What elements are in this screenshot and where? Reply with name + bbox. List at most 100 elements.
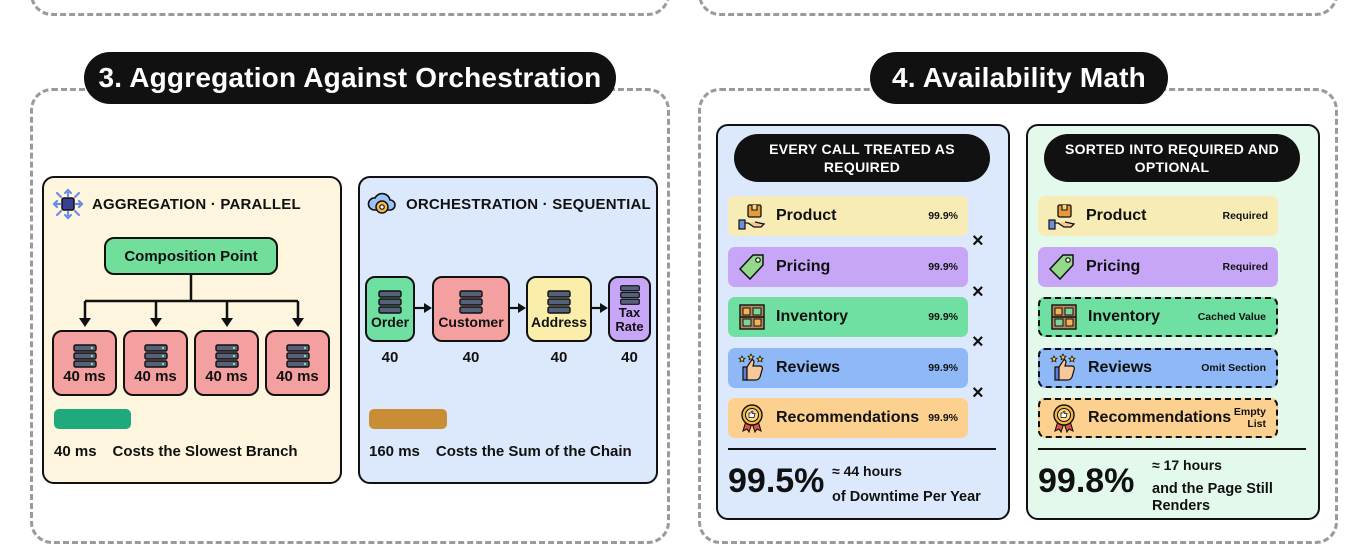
branch-1-label: 40 ms	[63, 367, 106, 385]
right-downtime-hours: ≈ 17 hours	[1152, 457, 1222, 473]
left-downtime-text: of Downtime Per Year	[832, 489, 981, 505]
left-row-value: 99.9%	[928, 361, 958, 374]
right-row-name: Reviews	[1088, 358, 1153, 376]
address-label: Address	[530, 313, 588, 330]
right-row-pricing: Pricing Required	[1038, 246, 1278, 287]
left-availability-percent: 99.5%	[728, 462, 825, 500]
server-icon	[459, 289, 483, 314]
left-row-name: Pricing	[776, 257, 831, 275]
server-icon	[72, 343, 97, 368]
tax-rate-value: 40	[621, 349, 638, 366]
fan-out-connectors	[79, 275, 304, 327]
right-row-value: Required	[1222, 260, 1268, 273]
right-row-value: Omit Section	[1201, 361, 1266, 374]
left-row-product: Product 99.9%	[728, 196, 968, 236]
orchestration-caption-text: Costs the Sum of the Chain	[435, 443, 632, 460]
award-badge-icon	[736, 402, 768, 434]
orchestration-step-tax-rate: Tax Rate	[608, 276, 651, 342]
required-optional-heading: SORTED INTO REQUIRED AND OPTIONAL	[1044, 134, 1300, 182]
customer-value: 40	[462, 349, 480, 366]
orchestration-total: 160 ms	[369, 443, 420, 460]
branch-2-label: 40 ms	[134, 367, 177, 385]
left-row-name: Inventory	[776, 308, 849, 325]
customer-label: Customer	[438, 313, 504, 330]
product-box-hand-icon	[1046, 200, 1078, 232]
tax-rate-label: Tax Rate	[615, 305, 644, 334]
left-row-reviews: Reviews 99.9%	[728, 347, 968, 388]
order-label: Order	[370, 313, 410, 330]
orchestration-caption: 160 ms Costs the Sum of the Chain	[369, 443, 632, 460]
right-availability-percent: 99.8%	[1038, 462, 1135, 500]
aggregation-heading: AGGREGATION · PARALLEL	[52, 188, 301, 220]
left-row-inventory: Inventory 99.9%	[728, 297, 968, 337]
multiply-operator-2: ×	[972, 281, 984, 303]
aggregation-heading-label: AGGREGATION · PARALLEL	[92, 195, 301, 213]
aggregation-total: 40 ms	[54, 443, 97, 460]
right-row-value: Empty List	[1233, 406, 1266, 430]
composition-point-node: Composition Point	[104, 237, 278, 275]
server-icon	[619, 285, 640, 305]
left-row-name: Recommendations	[776, 409, 920, 426]
product-box-hand-icon	[736, 200, 768, 232]
left-row-pricing: Pricing 99.9%	[728, 246, 968, 287]
thumbs-up-stars-icon	[736, 352, 768, 384]
left-row-value: 99.9%	[928, 210, 958, 222]
aggregation-caption-text: Costs the Slowest Branch	[112, 443, 298, 460]
left-row-value: 99.9%	[928, 412, 958, 424]
multiply-operator-3: ×	[972, 331, 984, 353]
right-row-name: Product	[1086, 207, 1147, 224]
left-row-value: 99.9%	[928, 311, 958, 323]
aggregation-latency-bar	[54, 409, 131, 429]
right-row-name: Inventory	[1088, 308, 1161, 325]
aggregation-branch-2: 40 ms	[123, 330, 188, 396]
aggregation-branch-3: 40 ms	[194, 330, 259, 396]
orchestration-latency-bar	[369, 409, 447, 429]
composition-point-label: Composition Point	[124, 247, 258, 265]
right-row-product: Product Required	[1038, 196, 1278, 236]
parallel-arrows-icon	[52, 188, 84, 220]
right-row-value: Required	[1222, 210, 1268, 222]
multiply-operator-1: ×	[972, 230, 984, 252]
branch-3-label: 40 ms	[205, 367, 248, 385]
orchestration-heading-label: ORCHESTRATION · SEQUENTIAL	[406, 195, 651, 213]
aggregation-caption: 40 ms Costs the Slowest Branch	[54, 443, 298, 460]
right-downtime-text: and the Page Still Renders	[1152, 481, 1273, 514]
section4-title: 4. Availability Math	[870, 52, 1168, 104]
server-icon	[285, 343, 310, 368]
orchestration-step-order: Order	[365, 276, 415, 342]
server-icon	[214, 343, 239, 368]
inventory-shelf-icon	[1048, 301, 1080, 333]
left-summary-divider	[728, 448, 996, 450]
previous-panel-right-fragment	[698, 0, 1338, 16]
left-row-name: Product	[776, 207, 837, 224]
left-row-value: 99.9%	[928, 260, 958, 273]
right-row-name: Recommendations	[1088, 409, 1232, 426]
price-tag-icon	[736, 251, 768, 283]
aggregation-branch-1: 40 ms	[52, 330, 117, 396]
left-downtime-hours: ≈ 44 hours	[832, 463, 902, 479]
aggregation-branch-4: 40 ms	[265, 330, 330, 396]
branch-4-label: 40 ms	[276, 367, 319, 385]
right-row-value: Cached Value	[1197, 311, 1266, 323]
every-call-required-heading: EVERY CALL TREATED AS REQUIRED	[734, 134, 990, 182]
orchestration-step-customer: Customer	[432, 276, 510, 342]
left-row-name: Reviews	[776, 358, 841, 376]
orchestration-heading: ORCHESTRATION · SEQUENTIAL	[366, 188, 651, 220]
server-icon	[378, 289, 402, 314]
right-row-reviews: Reviews Omit Section	[1038, 347, 1278, 388]
cloud-gear-icon	[366, 188, 398, 220]
orchestration-step-address: Address	[526, 276, 592, 342]
section3-title: 3. Aggregation Against Orchestration	[84, 52, 616, 104]
price-tag-icon	[1046, 251, 1078, 283]
left-row-recommendations: Recommendations 99.9%	[728, 398, 968, 438]
address-value: 40	[550, 349, 568, 366]
previous-panel-left-fragment	[30, 0, 670, 16]
right-summary-divider	[1038, 448, 1306, 450]
server-icon	[547, 289, 571, 314]
chain-arrows	[415, 303, 608, 313]
thumbs-up-stars-icon	[1048, 352, 1080, 384]
server-icon	[143, 343, 168, 368]
multiply-operator-4: ×	[972, 382, 984, 404]
right-row-name: Pricing	[1086, 257, 1141, 275]
